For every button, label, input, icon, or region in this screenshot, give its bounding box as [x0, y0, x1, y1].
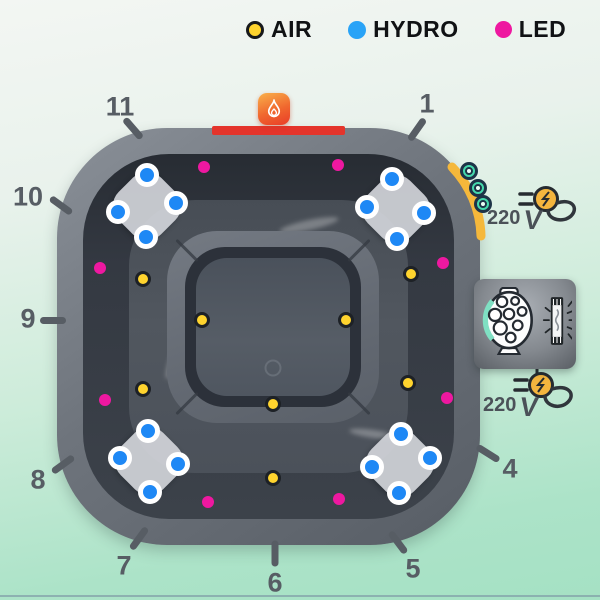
position-label-5: 5 [405, 553, 421, 584]
footwell-drain [264, 359, 282, 377]
hydro-jet-dot [389, 422, 413, 446]
hydro-jet-dot [106, 200, 130, 224]
air-jet-dot [135, 271, 151, 287]
hydro-jet-dot [418, 446, 442, 470]
position-label-11: 11 [105, 91, 135, 122]
position-label-8: 8 [30, 464, 46, 495]
position-label-7: 7 [116, 550, 132, 581]
legend-label: HYDRO [373, 16, 459, 42]
hydro-jet-dot [412, 201, 436, 225]
air-jet-dot [194, 312, 210, 328]
hydro-jet-dot [380, 167, 404, 191]
footwell-rim [185, 247, 361, 407]
position-label-1: 1 [419, 88, 435, 119]
legend: AIR HYDRO LED [246, 16, 566, 43]
position-label-10: 10 [12, 181, 44, 212]
voltage-unit: V [518, 392, 541, 422]
legend-item-air: AIR [246, 16, 312, 43]
footwell-flange [167, 231, 379, 423]
hydro-jet-dot [360, 455, 384, 479]
power-plug-icon [518, 186, 577, 222]
led-light-dot [437, 257, 449, 269]
air-jet-dot [403, 266, 419, 282]
hydro-jet-dot [166, 452, 190, 476]
equipment-panel [474, 279, 576, 369]
voltage-number: 220 [487, 207, 521, 229]
voltage-unit: V [522, 205, 545, 235]
voltage-number: 220 [483, 394, 517, 416]
led-light-dot [99, 394, 111, 406]
position-tick [271, 540, 279, 567]
legend-item-led: LED [494, 16, 567, 43]
hydro-jet-dot [134, 225, 158, 249]
heater-bar [212, 126, 345, 135]
hydro-dot-icon [348, 20, 367, 39]
hydro-jet-dot [387, 481, 411, 505]
pump-icon [482, 287, 533, 355]
led-light-dot [332, 159, 344, 171]
hydro-jet-dot [385, 227, 409, 251]
air-jet-dot [338, 312, 354, 328]
bottom-divider [0, 595, 600, 597]
legend-item-hydro: HYDRO [348, 16, 459, 43]
air-jet-dot [135, 381, 151, 397]
flame-icon [258, 93, 290, 125]
led-light-dot [441, 392, 453, 404]
position-tick [40, 317, 66, 324]
jet-fitting-icon [474, 195, 492, 213]
led-light-dot [94, 262, 106, 274]
hydro-jet-dot [138, 480, 162, 504]
air-dot-icon [246, 20, 264, 39]
position-label-4: 4 [502, 453, 518, 484]
led-light-dot [333, 493, 345, 505]
position-label-6: 6 [267, 567, 283, 598]
rim-highlight-arc [447, 162, 486, 241]
hydro-jet-dot [135, 163, 159, 187]
air-jet-dot [400, 375, 416, 391]
hydro-jet-dot [136, 419, 160, 443]
hydro-jet-dot [355, 195, 379, 219]
legend-label: AIR [271, 16, 313, 42]
hydro-jet-dot [164, 191, 188, 215]
led-light-dot [198, 161, 210, 173]
air-jet-dot [265, 396, 281, 412]
uv-lamp-icon [542, 297, 572, 345]
jet-fitting-icon [460, 162, 478, 180]
air-jet-dot [265, 470, 281, 486]
legend-label: LED [518, 16, 567, 42]
position-label-9: 9 [20, 303, 36, 334]
led-dot-icon [494, 21, 512, 38]
led-light-dot [202, 496, 214, 508]
power-plug-icon [513, 369, 573, 409]
hydro-jet-dot [108, 446, 132, 470]
